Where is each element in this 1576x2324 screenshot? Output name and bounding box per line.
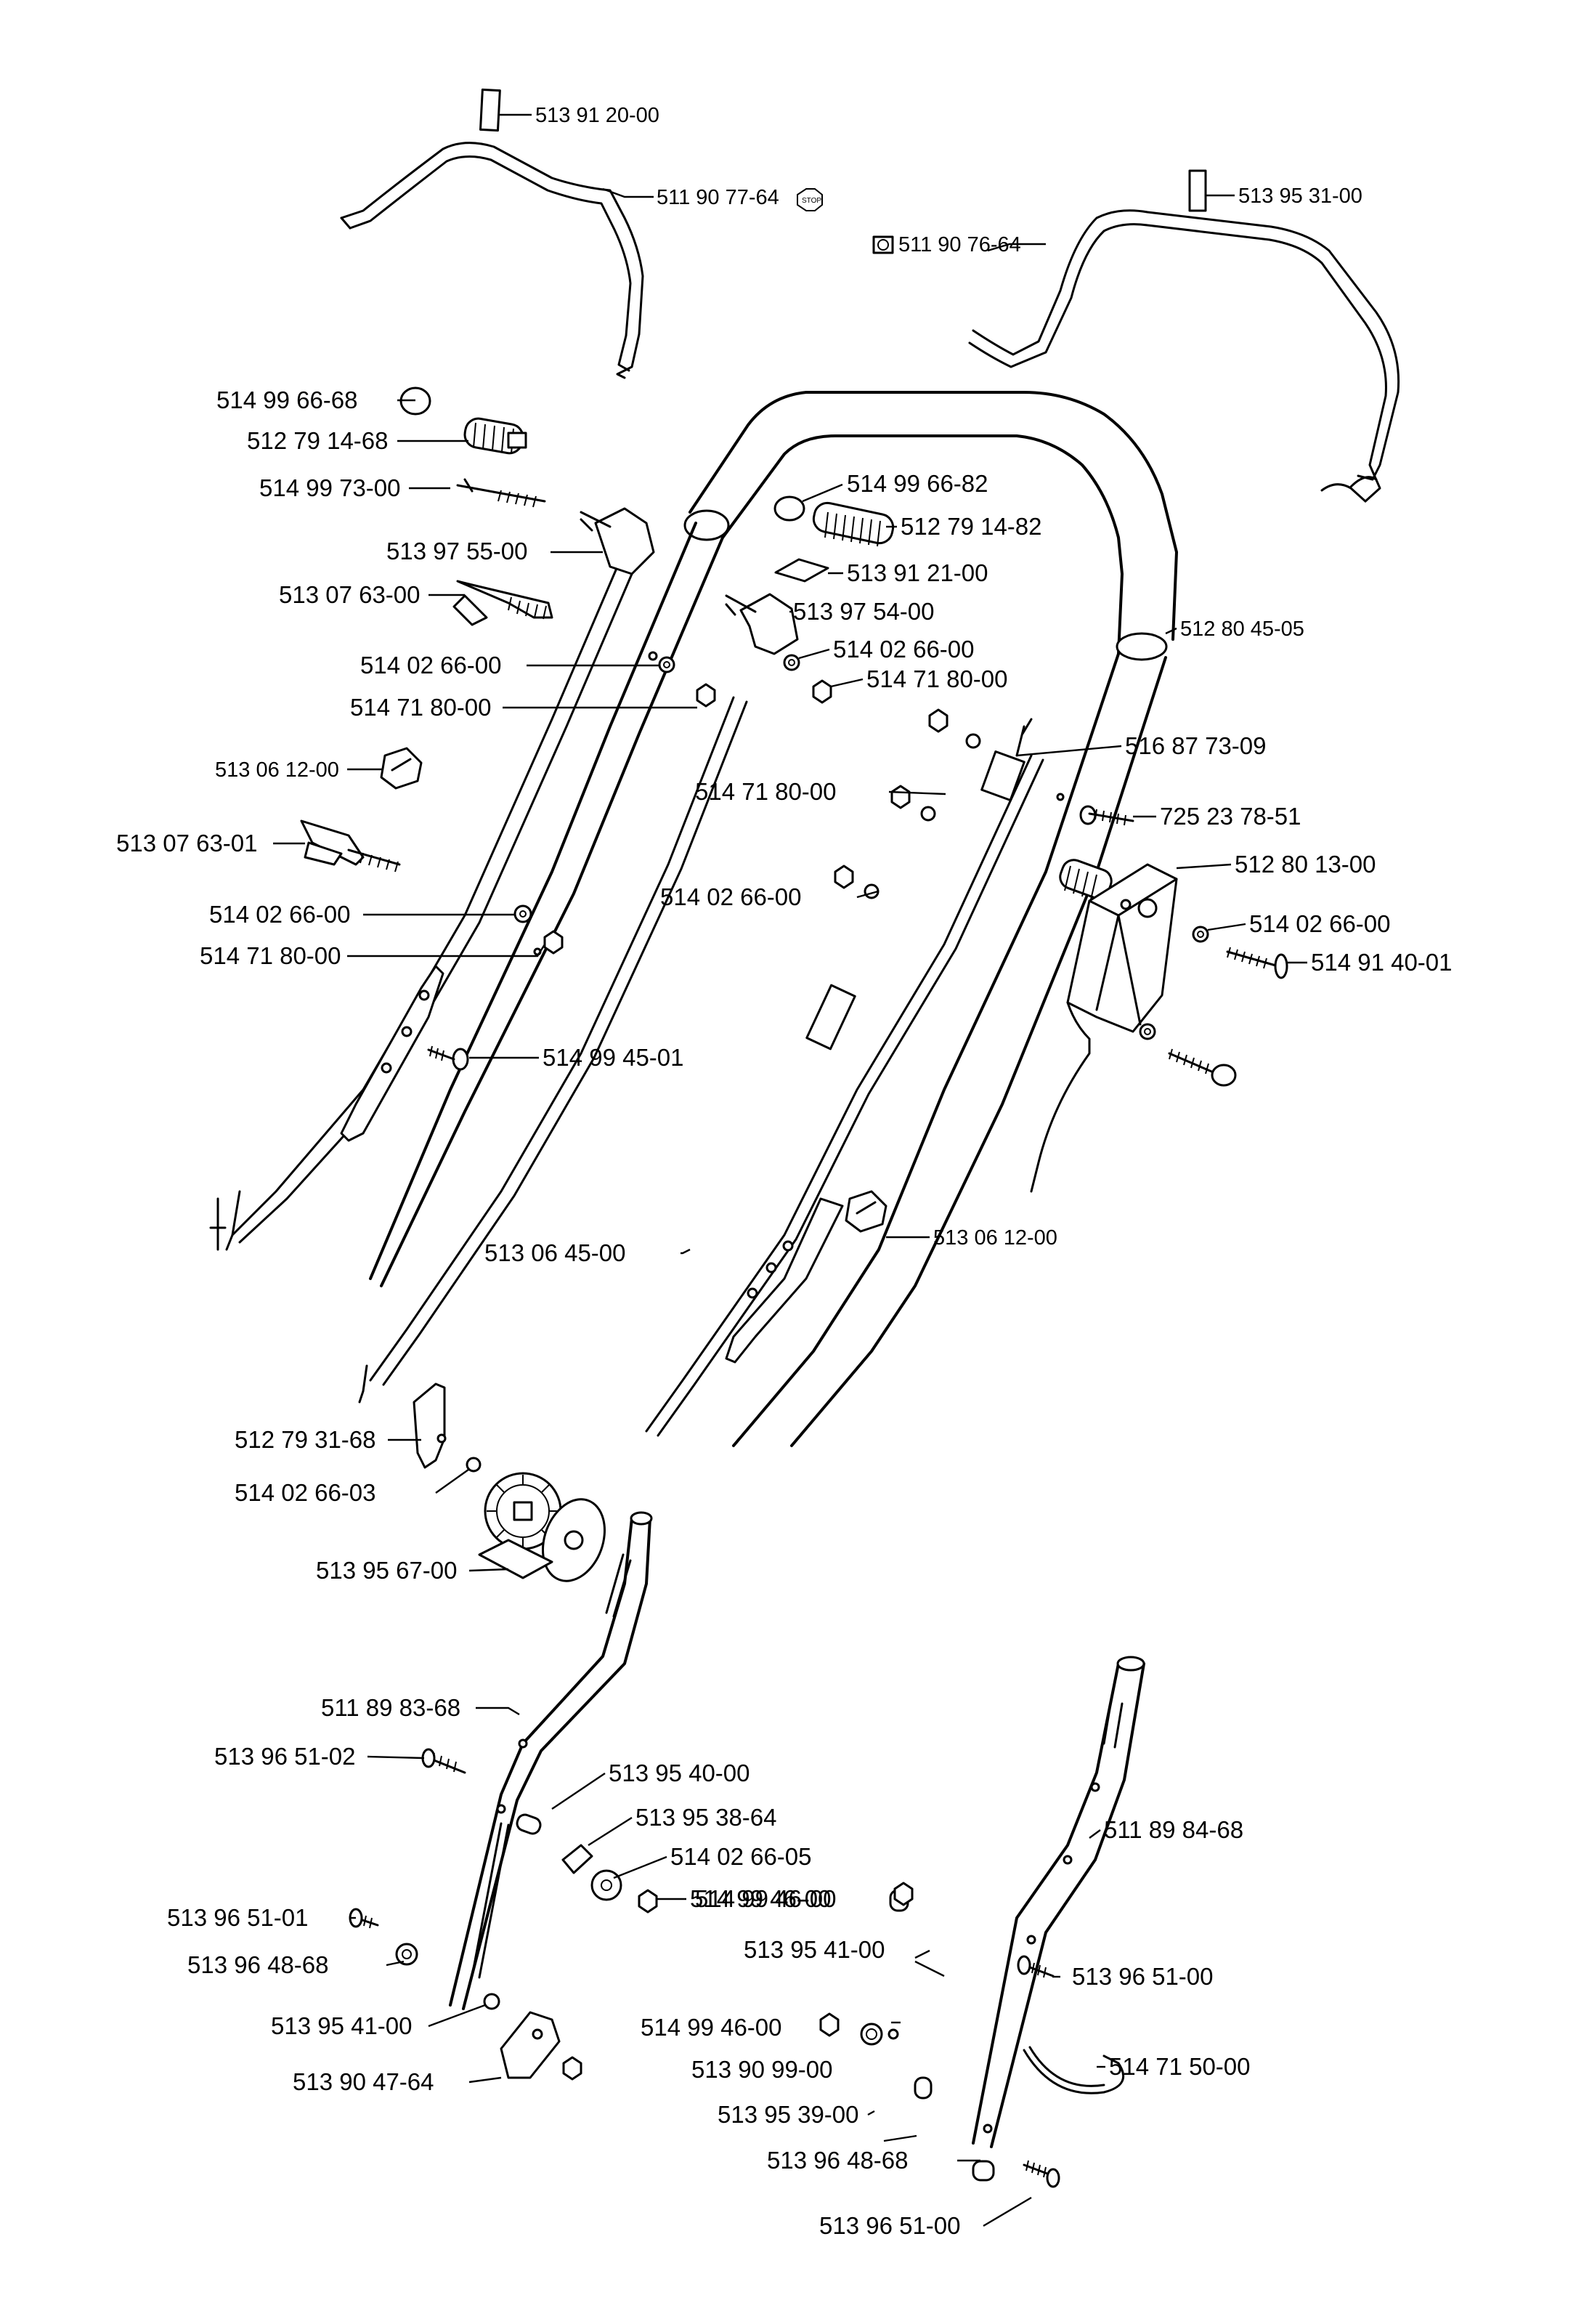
callout-label: 513 90 99-00 (691, 2056, 833, 2083)
callout-label: 514 71 50-00 (1109, 2053, 1251, 2080)
callout-label: 512 80 45-05 (1180, 618, 1304, 641)
stop-decal-text: STOP (802, 197, 821, 205)
callout-label: 513 95 39-00 (718, 2101, 859, 2128)
callout-label: 514 99 66-68 (216, 386, 358, 413)
callout-label: 513 07 63-00 (279, 581, 421, 608)
callout-label: 511 89 83-68 (321, 1694, 460, 1721)
callout-label: 513 07 63-01 (116, 830, 258, 857)
callout-label: 514 02 66-00 (1249, 910, 1391, 937)
callout-label: 514 99 45-01 (543, 1044, 684, 1071)
callout-label: 513 95 41-00 (744, 1936, 885, 1963)
callout-label: 513 97 55-00 (386, 538, 528, 564)
callout-label: 514 02 66-00 (660, 883, 802, 910)
right-handle-parts (845, 793, 1288, 1233)
left-handle-parts (300, 386, 716, 1071)
callout-label: 514 99 46-00 (690, 1885, 832, 1912)
callout-label: 514 71 80-00 (695, 778, 837, 805)
callout-label: 514 71 80-00 (866, 665, 1008, 692)
callout-label: 514 02 66-00 (833, 636, 975, 663)
stop-decal-icon: STOP (797, 188, 823, 211)
callout-label: 513 97 54-00 (793, 598, 935, 625)
callout-label: 514 02 66-05 (670, 1843, 812, 1870)
callout-label: 514 02 66-03 (235, 1479, 376, 1506)
right-cable (645, 718, 1044, 1437)
callout-label: 514 02 66-00 (209, 901, 351, 928)
callout-label: 513 06 45-00 (484, 1239, 626, 1266)
lower-left-assembly (349, 1382, 658, 2081)
callout-label: 513 90 47-64 (293, 2068, 434, 2095)
center-cable (358, 696, 748, 1404)
callout-label: 512 79 14-82 (901, 513, 1042, 540)
callout-label: 514 99 46-00 (695, 1885, 837, 1912)
callout-label: 513 91 21-00 (847, 559, 988, 586)
lower-right-assembly (819, 1656, 1145, 2188)
callout-label: 513 96 51-00 (819, 2212, 961, 2239)
callout-label: 512 79 31-68 (235, 1426, 376, 1453)
callout-label: 514 99 46-00 (641, 2014, 782, 2041)
part-number-labels: 513 91 20-00 511 90 77-64 513 95 31-00 5… (116, 104, 1453, 2239)
center-handle-parts (725, 495, 981, 899)
callout-label: 514 91 40-01 (1311, 949, 1453, 976)
callout-label: 513 06 12-00 (933, 1226, 1057, 1250)
callout-label: 513 95 38-64 (635, 1804, 777, 1831)
drive-bail-right (872, 169, 1400, 503)
callout-label: 513 91 20-00 (535, 104, 659, 127)
callout-label: 511 90 77-64 (657, 186, 779, 209)
callout-label: 513 96 51-01 (167, 1904, 309, 1931)
callout-label: 513 96 51-00 (1072, 1963, 1214, 1990)
leader-lines (273, 113, 1307, 2227)
callout-label: 516 87 73-09 (1125, 732, 1267, 759)
callout-label: 513 95 31-00 (1238, 185, 1362, 208)
callout-label: 513 96 51-02 (214, 1743, 356, 1770)
callout-label: 513 06 12-00 (215, 758, 339, 782)
lower-left-bar-part (340, 965, 444, 1142)
stop-bail-left (340, 88, 644, 379)
callout-label: 514 99 73-00 (259, 474, 401, 501)
callout-label: 514 71 80-00 (350, 694, 492, 721)
callout-label: 725 23 78-51 (1160, 803, 1301, 830)
callout-label: 513 95 40-00 (609, 1760, 750, 1786)
callout-label: 511 89 84-68 (1104, 1816, 1243, 1843)
callout-label: 513 96 48-68 (767, 2147, 909, 2174)
callout-label: 513 96 48-68 (187, 1951, 329, 1978)
callout-label: 513 95 41-00 (271, 2012, 413, 2039)
callout-label: 514 71 80-00 (200, 942, 341, 969)
callout-label: 511 90 76-64 (898, 233, 1021, 256)
callout-label: 514 02 66-00 (360, 652, 502, 679)
lower-right-bar-part (725, 1197, 844, 1364)
callout-label: 513 95 67-00 (316, 1557, 458, 1584)
callout-label: 512 79 14-68 (247, 427, 389, 454)
callout-label: 514 99 66-82 (847, 470, 988, 497)
callout-label: 512 80 13-00 (1235, 851, 1376, 878)
